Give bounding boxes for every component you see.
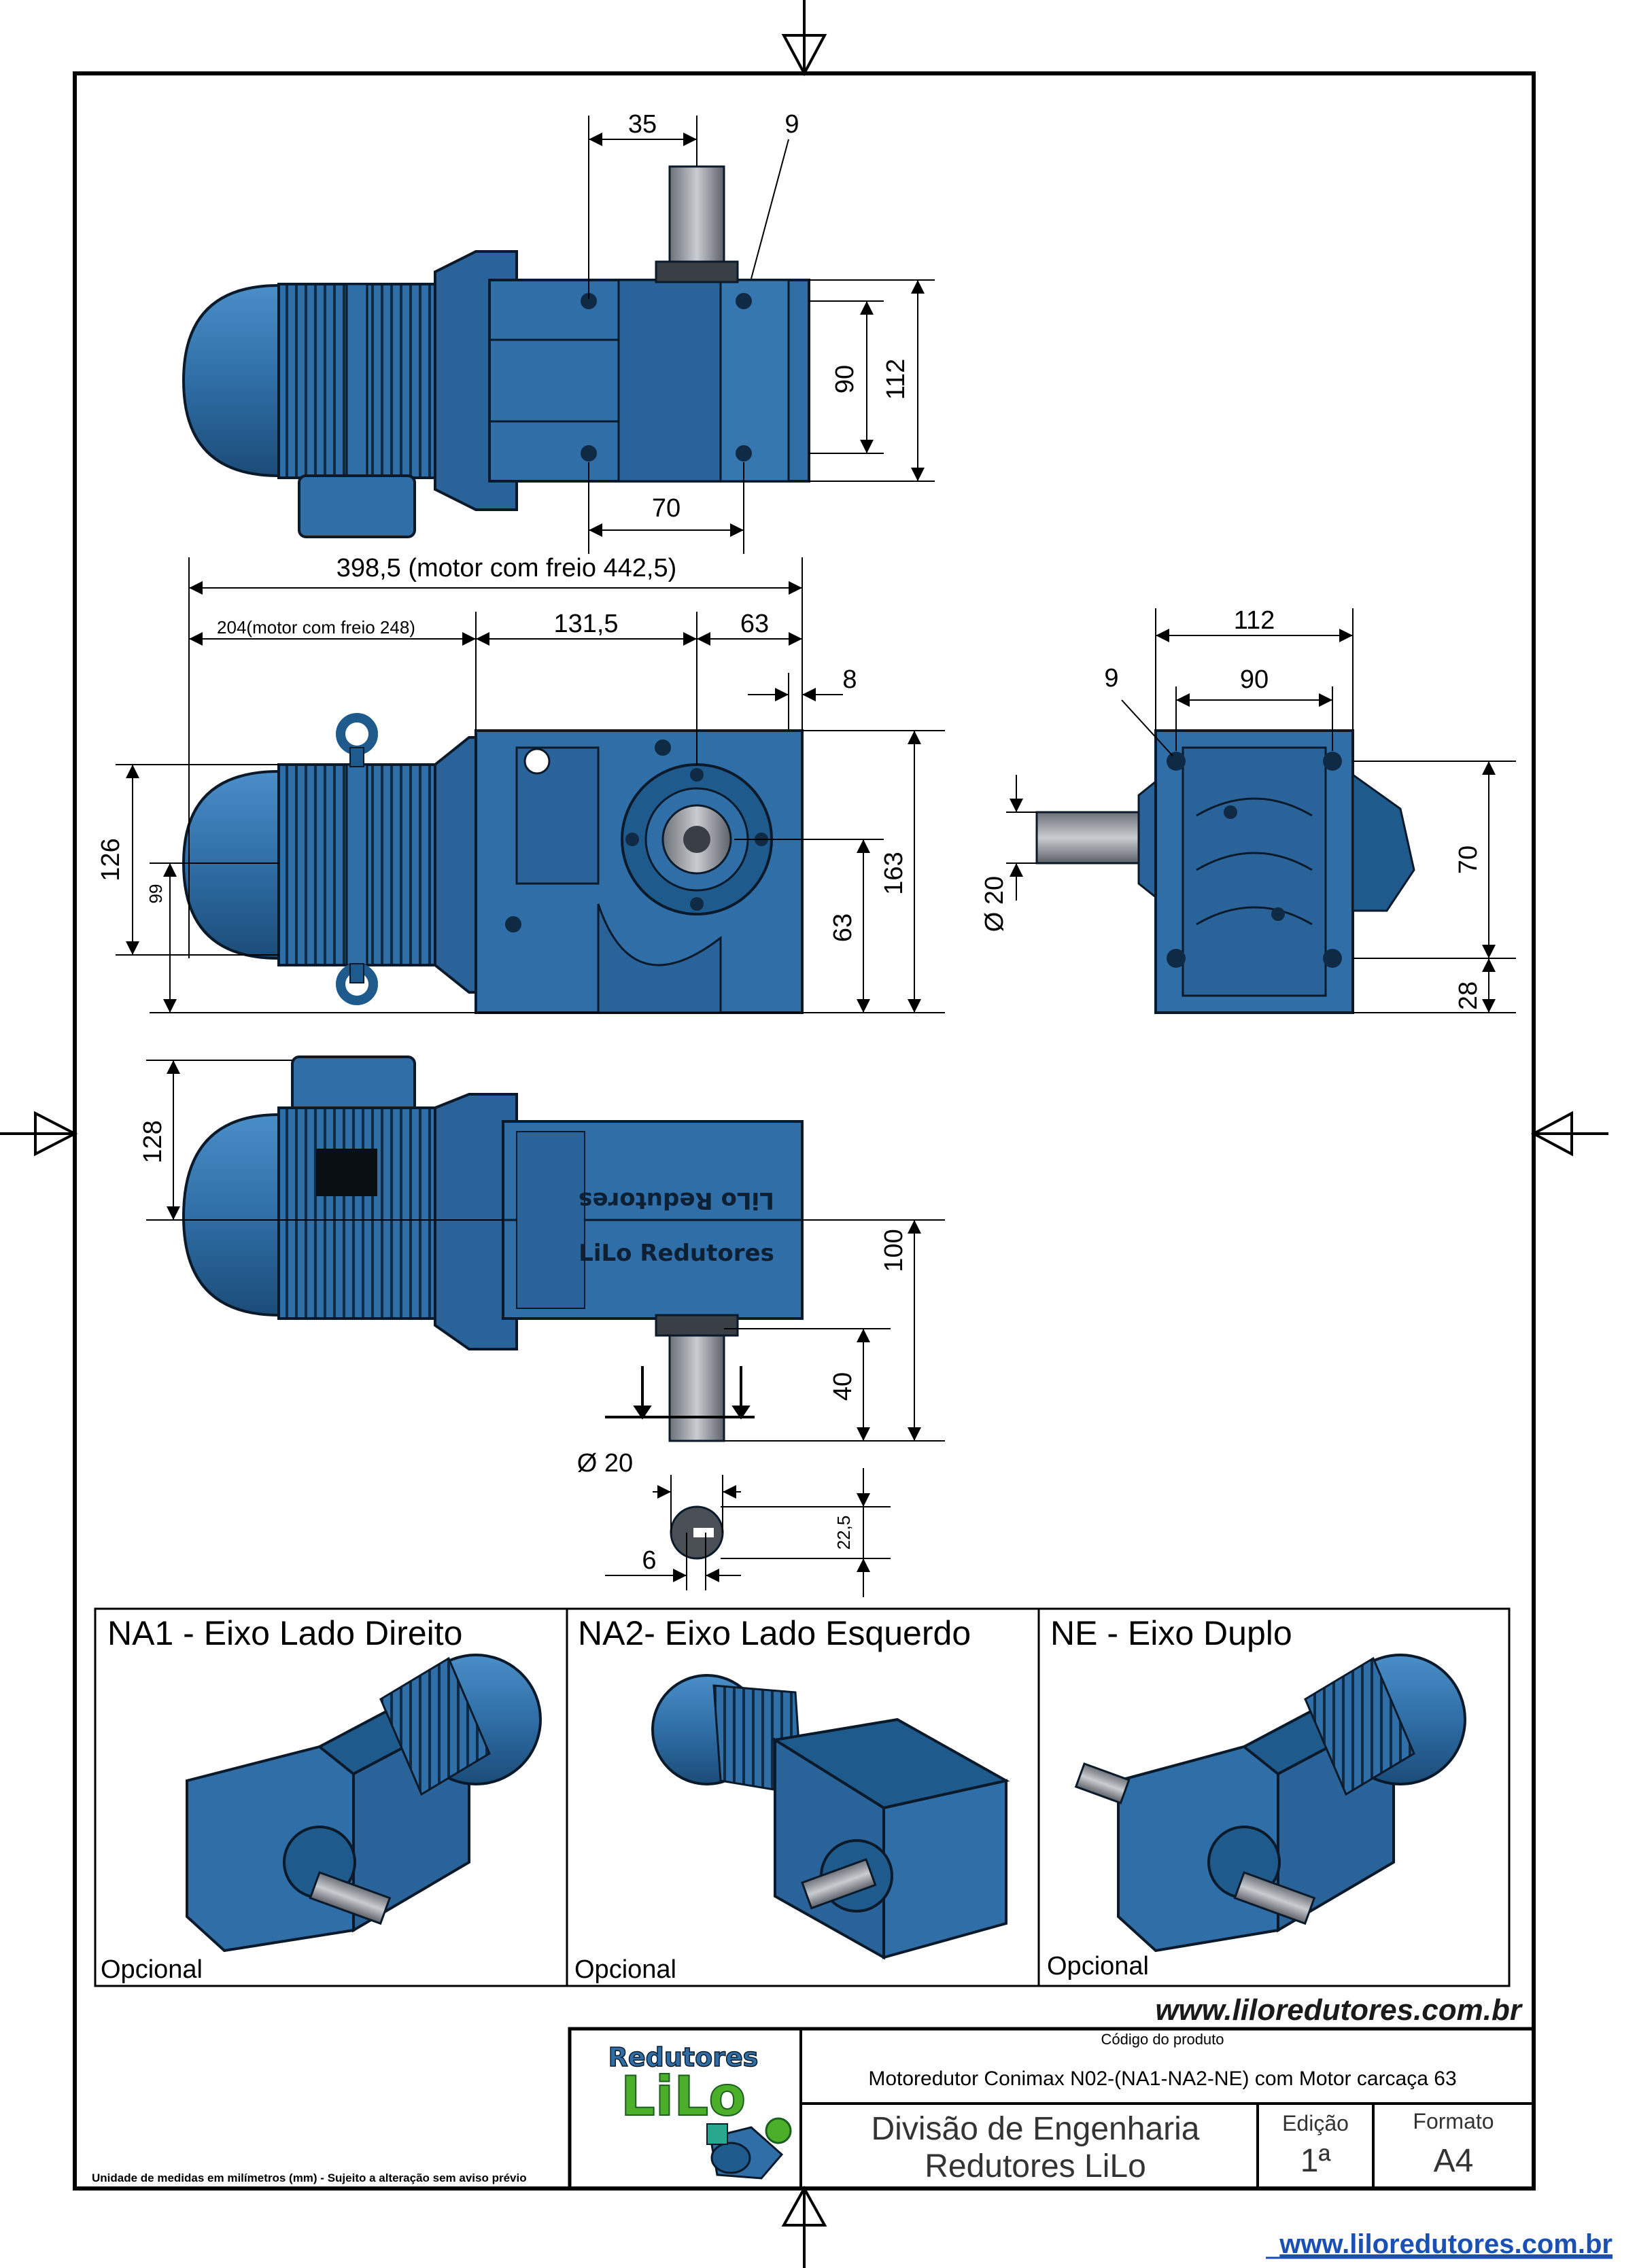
side-view-dimensions — [1006, 608, 1516, 1013]
dim-35: 35 — [628, 110, 657, 139]
motor-body — [277, 1106, 436, 1320]
terminal-box — [298, 474, 416, 538]
units-note: Unidade de medidas em milímetros (mm) - … — [92, 2171, 527, 2184]
dim-40: 40 — [829, 1372, 857, 1401]
product-description: Motoredutor Conimax N02-(NA1-NA2-NE) com… — [868, 2068, 1456, 2090]
dim-163: 163 — [880, 852, 908, 894]
option-na1-footer: Opcional — [101, 1955, 203, 1984]
dim-63-h: 63 — [740, 610, 769, 638]
option-na2: NA2- Eixo Lado Esquerdo Opcional — [574, 1614, 1010, 1984]
logo-main-text: LiLo — [621, 2065, 746, 2128]
shaft-section-dimensions — [605, 1468, 891, 1597]
dim-90-side: 90 — [1240, 665, 1269, 694]
motor-fan-cover — [182, 284, 287, 477]
front-view — [182, 713, 804, 1014]
side-view — [1035, 729, 1415, 1014]
load-arrows — [605, 1366, 755, 1420]
lilo-logo: Redutores LiLo — [608, 2042, 792, 2180]
dim-63-v: 63 — [829, 913, 857, 942]
engraving-normal: LiLo Redutores — [579, 1240, 774, 1267]
option-ne-render — [1074, 1654, 1466, 1953]
motor-fan-cover — [182, 770, 287, 960]
lifting-eye-top — [336, 713, 378, 755]
options-panel — [94, 1607, 1511, 1987]
product-code-label: Código do produto — [1101, 2031, 1224, 2048]
bottom-shaft — [668, 1327, 725, 1442]
output-shaft — [668, 165, 725, 270]
dim-28-side: 28 — [1454, 981, 1483, 1010]
edition-value: 1ª — [1300, 2143, 1331, 2179]
option-ne-title: NE - Eixo Duplo — [1050, 1614, 1292, 1652]
logo-top-text: Redutores — [608, 2042, 759, 2072]
dim-motor-length: 204(motor com freio 248) — [217, 617, 415, 638]
dim-99: 99 — [145, 884, 166, 904]
division-line-2: Redutores LiLo — [925, 2148, 1146, 2184]
dim-6: 6 — [642, 1546, 656, 1575]
option-na2-footer: Opcional — [574, 1955, 676, 1984]
dim-overall-length: 398,5 (motor com freio 442,5) — [337, 554, 677, 582]
dim-8: 8 — [842, 665, 857, 694]
title-block: Código do produto Motoredutor Conimax N0… — [568, 2027, 1536, 2191]
dim-128: 128 — [139, 1120, 167, 1163]
dim-9-top: 9 — [785, 110, 799, 139]
bottom-view-dimensions — [146, 1060, 945, 1442]
terminal-box — [291, 1056, 416, 1116]
edition-label: Edição — [1282, 2111, 1349, 2135]
dim-131: 131,5 — [553, 610, 618, 638]
division-line-1: Divisão de Engenharia — [872, 2111, 1200, 2147]
option-na2-title: NA2- Eixo Lado Esquerdo — [578, 1614, 971, 1652]
dim-70-side: 70 — [1454, 845, 1483, 874]
top-view-dimensions — [588, 116, 935, 554]
dim-126: 126 — [97, 838, 125, 881]
format-label: Formato — [1413, 2109, 1494, 2133]
option-na1: NA1 - Eixo Lado Direito Opcional — [101, 1614, 542, 1984]
dim-22-5: 22,5 — [833, 1516, 854, 1550]
top-view — [182, 165, 810, 538]
shaft-section — [670, 1505, 724, 1560]
dim-112-side: 112 — [1234, 606, 1275, 635]
dim-100: 100 — [880, 1229, 908, 1272]
dim-70-top: 70 — [652, 494, 680, 523]
option-na1-title: NA1 - Eixo Lado Direito — [107, 1614, 462, 1652]
dim-9-side: 9 — [1104, 664, 1118, 693]
footer-url[interactable]: www.liloredutores.com.br — [1279, 2229, 1613, 2259]
option-ne: NE - Eixo Duplo Opcional — [1047, 1614, 1466, 1981]
motor-fan-cover — [182, 1113, 287, 1316]
website-url[interactable]: www.liloredutores.com.br — [1155, 1993, 1523, 2027]
option-na2-render — [651, 1674, 1010, 1960]
format-value: A4 — [1434, 2143, 1474, 2179]
dim-diameter-20-section: Ø 20 — [577, 1449, 633, 1478]
engraving-mirrored: LiLo Redutores — [579, 1187, 774, 1214]
option-ne-footer: Opcional — [1047, 1952, 1149, 1981]
option-na1-render — [186, 1654, 542, 1953]
dim-diameter-20-side: Ø 20 — [980, 876, 1009, 932]
front-view-dimensions — [116, 557, 945, 1013]
bottom-view — [182, 1056, 804, 1442]
side-shaft — [1035, 811, 1140, 865]
dim-112-top: 112 — [882, 359, 910, 400]
dim-90-top: 90 — [831, 365, 859, 394]
